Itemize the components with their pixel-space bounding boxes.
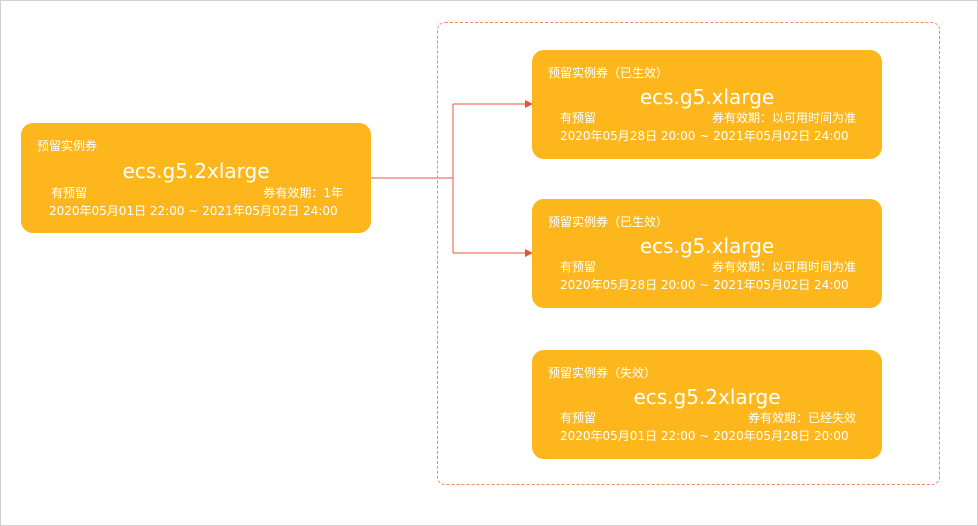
reserve-label: 有预留 — [560, 111, 597, 125]
validity-label: 券有效期：已经失效 — [747, 411, 856, 425]
validity-period: 2020年05月01日 22:00 ~ 2020年05月28日 20:00 — [560, 429, 849, 443]
reserve-label: 有预留 — [51, 186, 88, 200]
validity-label: 券有效期：以可用时间为准 — [711, 111, 856, 125]
instance-type: ecs.g5.xlarge — [639, 234, 775, 258]
validity-label: 券有效期：以可用时间为准 — [711, 260, 856, 274]
reserve-label: 有预留 — [560, 411, 597, 425]
card-header: 预留实例券 — [37, 139, 98, 153]
card-header: 预留实例券（已生效） — [548, 215, 669, 229]
target-instance-card-2: 预留实例券（已生效） ecs.g5.xlarge 有预留 券有效期：以可用时间为… — [532, 199, 882, 308]
validity-period: 2020年05月01日 22:00 ~ 2021年05月02日 24:00 — [49, 204, 338, 218]
target-instance-card-1: 预留实例券（已生效） ecs.g5.xlarge 有预留 券有效期：以可用时间为… — [532, 50, 882, 159]
instance-type: ecs.g5.2xlarge — [633, 385, 781, 409]
instance-type: ecs.g5.2xlarge — [122, 159, 270, 183]
target-instance-card-3: 预留实例券（失效） ecs.g5.2xlarge 有预留 券有效期：已经失效 2… — [532, 350, 882, 459]
source-instance-card: 预留实例券 ecs.g5.2xlarge 有预留 券有效期：1年 2020年05… — [21, 123, 371, 233]
validity-label: 券有效期：1年 — [263, 186, 343, 200]
reserve-label: 有预留 — [560, 260, 597, 274]
split-result-group — [437, 22, 940, 485]
card-header: 预留实例券（已生效） — [548, 66, 669, 80]
validity-period: 2020年05月28日 20:00 ~ 2021年05月02日 24:00 — [560, 129, 849, 143]
validity-period: 2020年05月28日 20:00 ~ 2021年05月02日 24:00 — [560, 278, 849, 292]
card-header: 预留实例券（失效） — [548, 366, 657, 380]
instance-type: ecs.g5.xlarge — [639, 85, 775, 109]
